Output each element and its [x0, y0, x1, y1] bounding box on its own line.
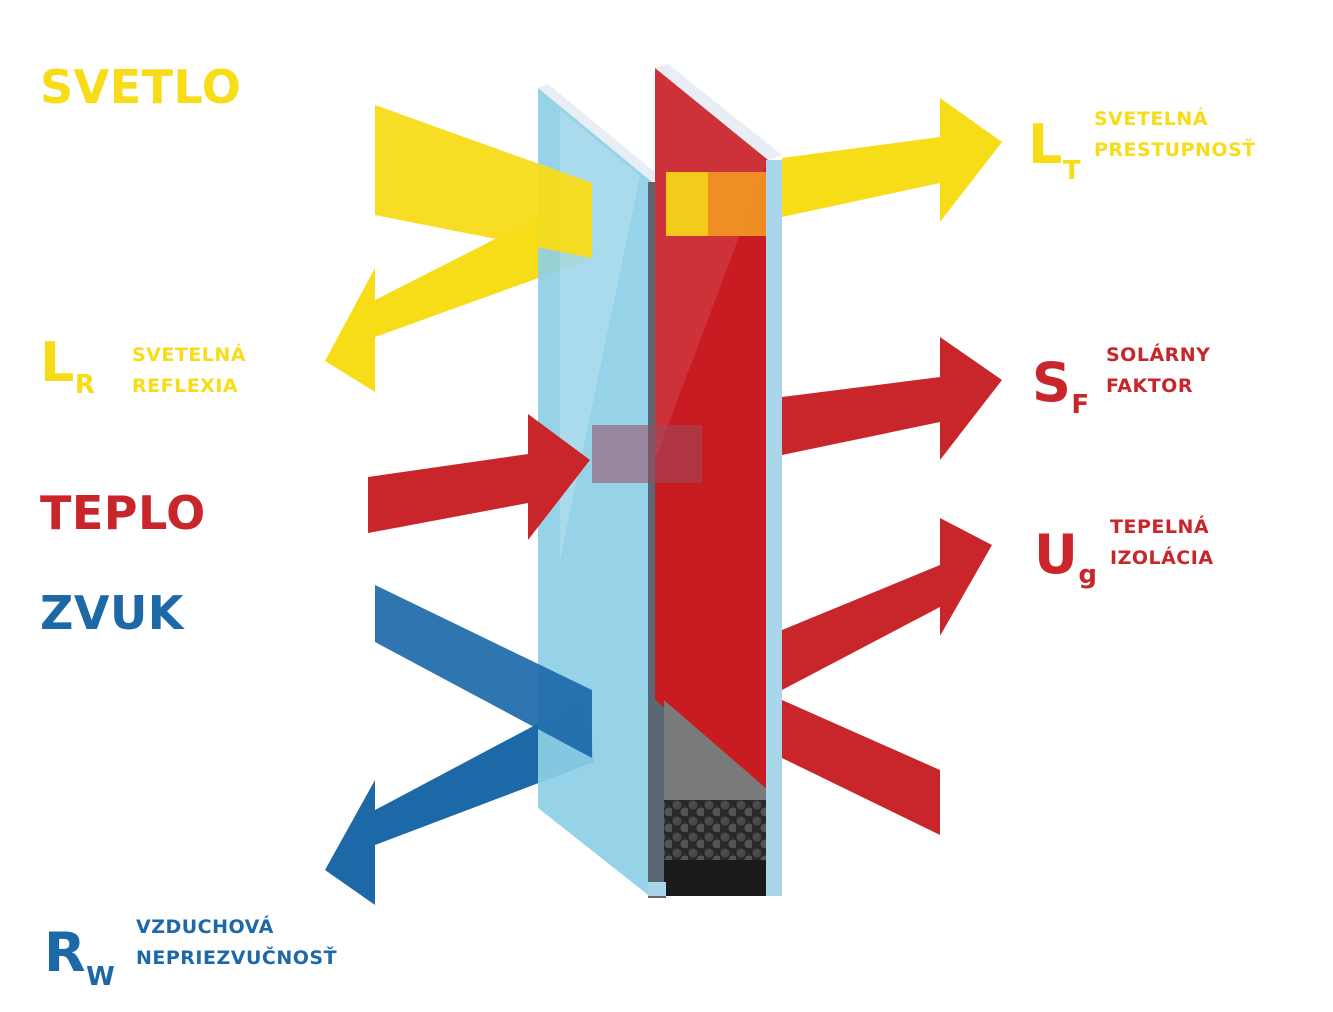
- ug-symbol-letter: U: [1034, 523, 1079, 586]
- ug-line1: TEPELNÁ: [1110, 516, 1210, 538]
- lr-line1: SVETELNÁ: [132, 344, 247, 366]
- heat-outgoing-lower-arrow: [782, 700, 940, 835]
- rw-description: VZDUCHOVÁ NEPRIEZVUČNOSŤ: [136, 912, 337, 975]
- ug-symbol: Ug: [1034, 528, 1097, 589]
- light-cavity-orange: [708, 172, 766, 236]
- sf-line2: FAKTOR: [1106, 375, 1193, 398]
- lt-description: SVETELNÁ PRESTUPNOSŤ: [1094, 104, 1256, 167]
- lr-symbol-letter: L: [40, 331, 75, 394]
- sf-line1: SOLÁRNY: [1106, 344, 1211, 366]
- lr-description: SVETELNÁ REFLEXIA: [132, 340, 246, 403]
- sf-symbol-subscript: F: [1071, 390, 1090, 420]
- sound-reflection-arrow: [325, 697, 594, 905]
- rw-symbol-letter: R: [44, 921, 87, 984]
- rw-line2: NEPRIEZVUČNOSŤ: [136, 947, 338, 970]
- rw-line1: VZDUCHOVÁ: [136, 916, 274, 938]
- heat-incoming-arrow: [368, 414, 590, 540]
- solar-factor-arrow: [782, 337, 1002, 460]
- sf-description: SOLÁRNY FAKTOR: [1106, 340, 1210, 403]
- lt-line1: SVETELNÁ: [1094, 108, 1209, 130]
- lr-symbol: LR: [40, 336, 95, 399]
- rw-symbol-subscript: W: [86, 962, 116, 992]
- rear-glass-edge: [766, 160, 782, 896]
- sound-incoming-arrow: [375, 585, 592, 758]
- light-transmitted-arrow: [782, 98, 1002, 222]
- lt-line2: PRESTUPNOSŤ: [1094, 139, 1256, 162]
- thermal-insulation-arrow: [782, 518, 992, 690]
- rear-glass-top-edge: [655, 64, 782, 160]
- sealant: [664, 860, 768, 896]
- front-glass-top-edge: [538, 84, 662, 182]
- front-glass-edge: [648, 882, 666, 896]
- ug-line2: IZOLÁCIA: [1110, 547, 1214, 570]
- lt-symbol-subscript: T: [1062, 156, 1082, 186]
- ug-symbol-subscript: g: [1078, 560, 1098, 590]
- lt-symbol-letter: L: [1028, 113, 1063, 176]
- lr-symbol-subscript: R: [74, 370, 96, 400]
- heat-title: TEPLO: [40, 486, 206, 540]
- desiccant: [664, 800, 768, 860]
- lr-line2: REFLEXIA: [132, 375, 239, 398]
- light-title: SVETLO: [40, 60, 242, 114]
- light-incoming-arrow: [375, 73, 592, 258]
- lt-symbol: LT: [1028, 118, 1081, 185]
- coating-layer: [655, 68, 768, 790]
- sound-title: ZVUK: [40, 586, 184, 640]
- coating-highlight: [655, 68, 768, 460]
- sf-symbol-letter: S: [1032, 351, 1072, 414]
- ug-description: TEPELNÁ IZOLÁCIA: [1110, 512, 1214, 575]
- heat-cavity-band: [592, 425, 702, 483]
- sf-symbol: SF: [1032, 356, 1090, 419]
- rw-symbol: RW: [44, 926, 115, 991]
